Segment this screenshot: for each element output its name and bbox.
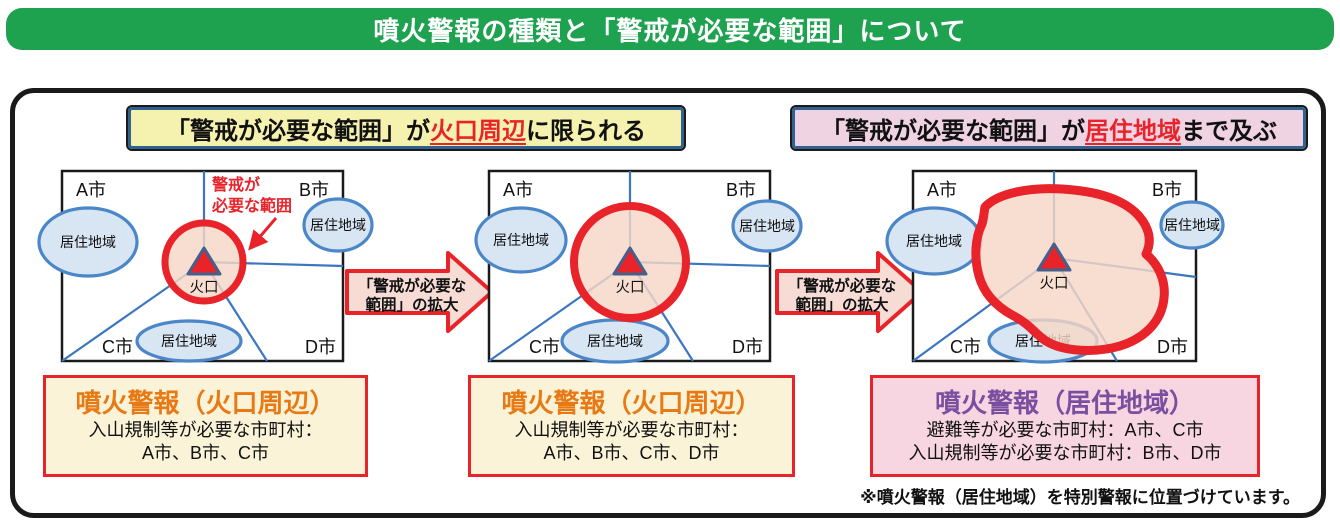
warning-box-line1: 避難等が必要な市町村：A市、C市 bbox=[926, 420, 1204, 441]
residential-label: 居住地域 bbox=[60, 234, 116, 250]
warning-box-line2: 入山規制等が必要な市町村：B市、D市 bbox=[908, 442, 1222, 463]
city-a-label: A市 bbox=[76, 180, 106, 200]
expand-arrow-text-line1: 「警戒が必要な bbox=[788, 276, 897, 295]
header-text-suffix: まで及ぶ bbox=[1181, 117, 1277, 145]
city-d-label: D市 bbox=[1157, 337, 1188, 357]
residential-area-ellipse bbox=[1159, 200, 1225, 250]
residential-label: 居住地域 bbox=[1164, 217, 1220, 233]
residential-area-ellipse bbox=[302, 197, 374, 253]
right-arrow-shape bbox=[345, 251, 494, 333]
city-b-label: B市 bbox=[726, 180, 756, 200]
crater-triangle-icon bbox=[1036, 242, 1072, 272]
warning-range-annotation-line1: 警戒が bbox=[211, 175, 260, 194]
title-bar: 噴火警報の種類と「警戒が必要な範囲」について bbox=[6, 8, 1334, 50]
annotation-arrow bbox=[248, 217, 278, 251]
map-residential-warning: 居住地域 居住地域 居住地域 火口 A市 B市 C市 D市 bbox=[885, 169, 1225, 364]
crater-triangle-icon bbox=[612, 246, 648, 276]
residential-label: 居住地域 bbox=[906, 233, 962, 249]
city-b-label: B市 bbox=[1152, 180, 1182, 200]
special-warning-footnote: ※噴火警報（居住地域）を特別警報に位置づけています。 bbox=[860, 488, 1300, 507]
warning-range-annotation-line2: 必要な範囲 bbox=[211, 196, 292, 215]
header-text-prefix: 「警戒が必要な範囲」が bbox=[166, 117, 430, 145]
expand-arrow-text-line2: 範囲」の拡大 bbox=[365, 295, 459, 314]
expand-arrow-text-line2: 範囲」の拡大 bbox=[795, 295, 889, 314]
city-a-label: A市 bbox=[503, 180, 533, 200]
header-emphasis-crater: 火口周辺 bbox=[430, 117, 526, 145]
warning-box-crater-1: 噴火警報（火口周辺） 入山規制等が必要な市町村： A市、B市、C市 bbox=[43, 375, 368, 477]
warning-box-line2: A市、B市、C市 bbox=[141, 442, 269, 463]
crater-label: 火口 bbox=[1040, 276, 1069, 292]
residential-area-ellipse bbox=[474, 206, 568, 274]
city-c-label: C市 bbox=[529, 337, 560, 357]
residential-label: 居住地域 bbox=[493, 232, 549, 248]
right-arrow-shape bbox=[775, 251, 924, 333]
residential-label: 居住地域 bbox=[161, 333, 217, 349]
warning-box-line2: A市、B市、C市、D市 bbox=[543, 442, 720, 463]
residential-label: 居住地域 bbox=[587, 333, 643, 349]
residential-area-ellipse bbox=[37, 206, 139, 278]
crater-label: 火口 bbox=[616, 280, 645, 296]
warning-box-line1: 入山規制等が必要な市町村： bbox=[514, 420, 749, 441]
residential-label: 居住地域 bbox=[739, 218, 795, 234]
header-text-prefix: 「警戒が必要な範囲」が bbox=[821, 117, 1085, 145]
expand-arrow-2: 「警戒が必要な 範囲」の拡大 bbox=[775, 251, 924, 333]
page-title: 噴火警報の種類と「警戒が必要な範囲」について bbox=[373, 15, 967, 46]
city-b-label: B市 bbox=[299, 180, 329, 200]
warning-box-title: 噴火警報（火口周辺） bbox=[75, 387, 336, 418]
crater-label: 火口 bbox=[190, 280, 219, 296]
warning-box-title: 噴火警報（火口周辺） bbox=[501, 387, 762, 418]
residential-area-ellipse bbox=[135, 319, 243, 363]
city-d-label: D市 bbox=[305, 337, 336, 357]
header-text-suffix: に限られる bbox=[526, 117, 646, 145]
city-boundary-lines bbox=[61, 171, 344, 362]
residential-area-ellipse bbox=[731, 199, 803, 253]
residential-label: 居住地域 bbox=[310, 217, 366, 233]
warning-box-crater-2: 噴火警報（火口周辺） 入山規制等が必要な市町村： A市、B市、C市、D市 bbox=[468, 375, 795, 477]
section-header-residential-range: 「警戒が必要な範囲」が居住地域まで及ぶ bbox=[790, 105, 1308, 151]
warning-box-residential: 噴火警報（居住地域） 避難等が必要な市町村：A市、C市 入山規制等が必要な市町村… bbox=[870, 375, 1260, 477]
city-c-label: C市 bbox=[950, 337, 981, 357]
expand-arrow-text-line1: 「警戒が必要な bbox=[358, 276, 467, 295]
map-crater-warning-small: 居住地域 居住地域 居住地域 火口 A市 B市 C市 D市 警戒が 必要な範囲 bbox=[37, 169, 374, 363]
city-c-label: C市 bbox=[102, 337, 133, 357]
header-emphasis-residential: 居住地域 bbox=[1085, 117, 1181, 145]
crater-triangle-icon bbox=[186, 246, 222, 276]
map-crater-warning-large: 居住地域 居住地域 居住地域 火口 A市 B市 C市 D市 bbox=[474, 169, 803, 364]
city-a-label: A市 bbox=[927, 180, 957, 200]
warning-box-line1: 入山規制等が必要な市町村： bbox=[88, 420, 323, 441]
section-header-crater-range: 「警戒が必要な範囲」が火口周辺に限られる bbox=[126, 105, 686, 151]
city-d-label: D市 bbox=[732, 337, 763, 357]
expand-arrow-1: 「警戒が必要な 範囲」の拡大 bbox=[345, 251, 494, 333]
warning-box-title: 噴火警報（居住地域） bbox=[934, 387, 1195, 418]
